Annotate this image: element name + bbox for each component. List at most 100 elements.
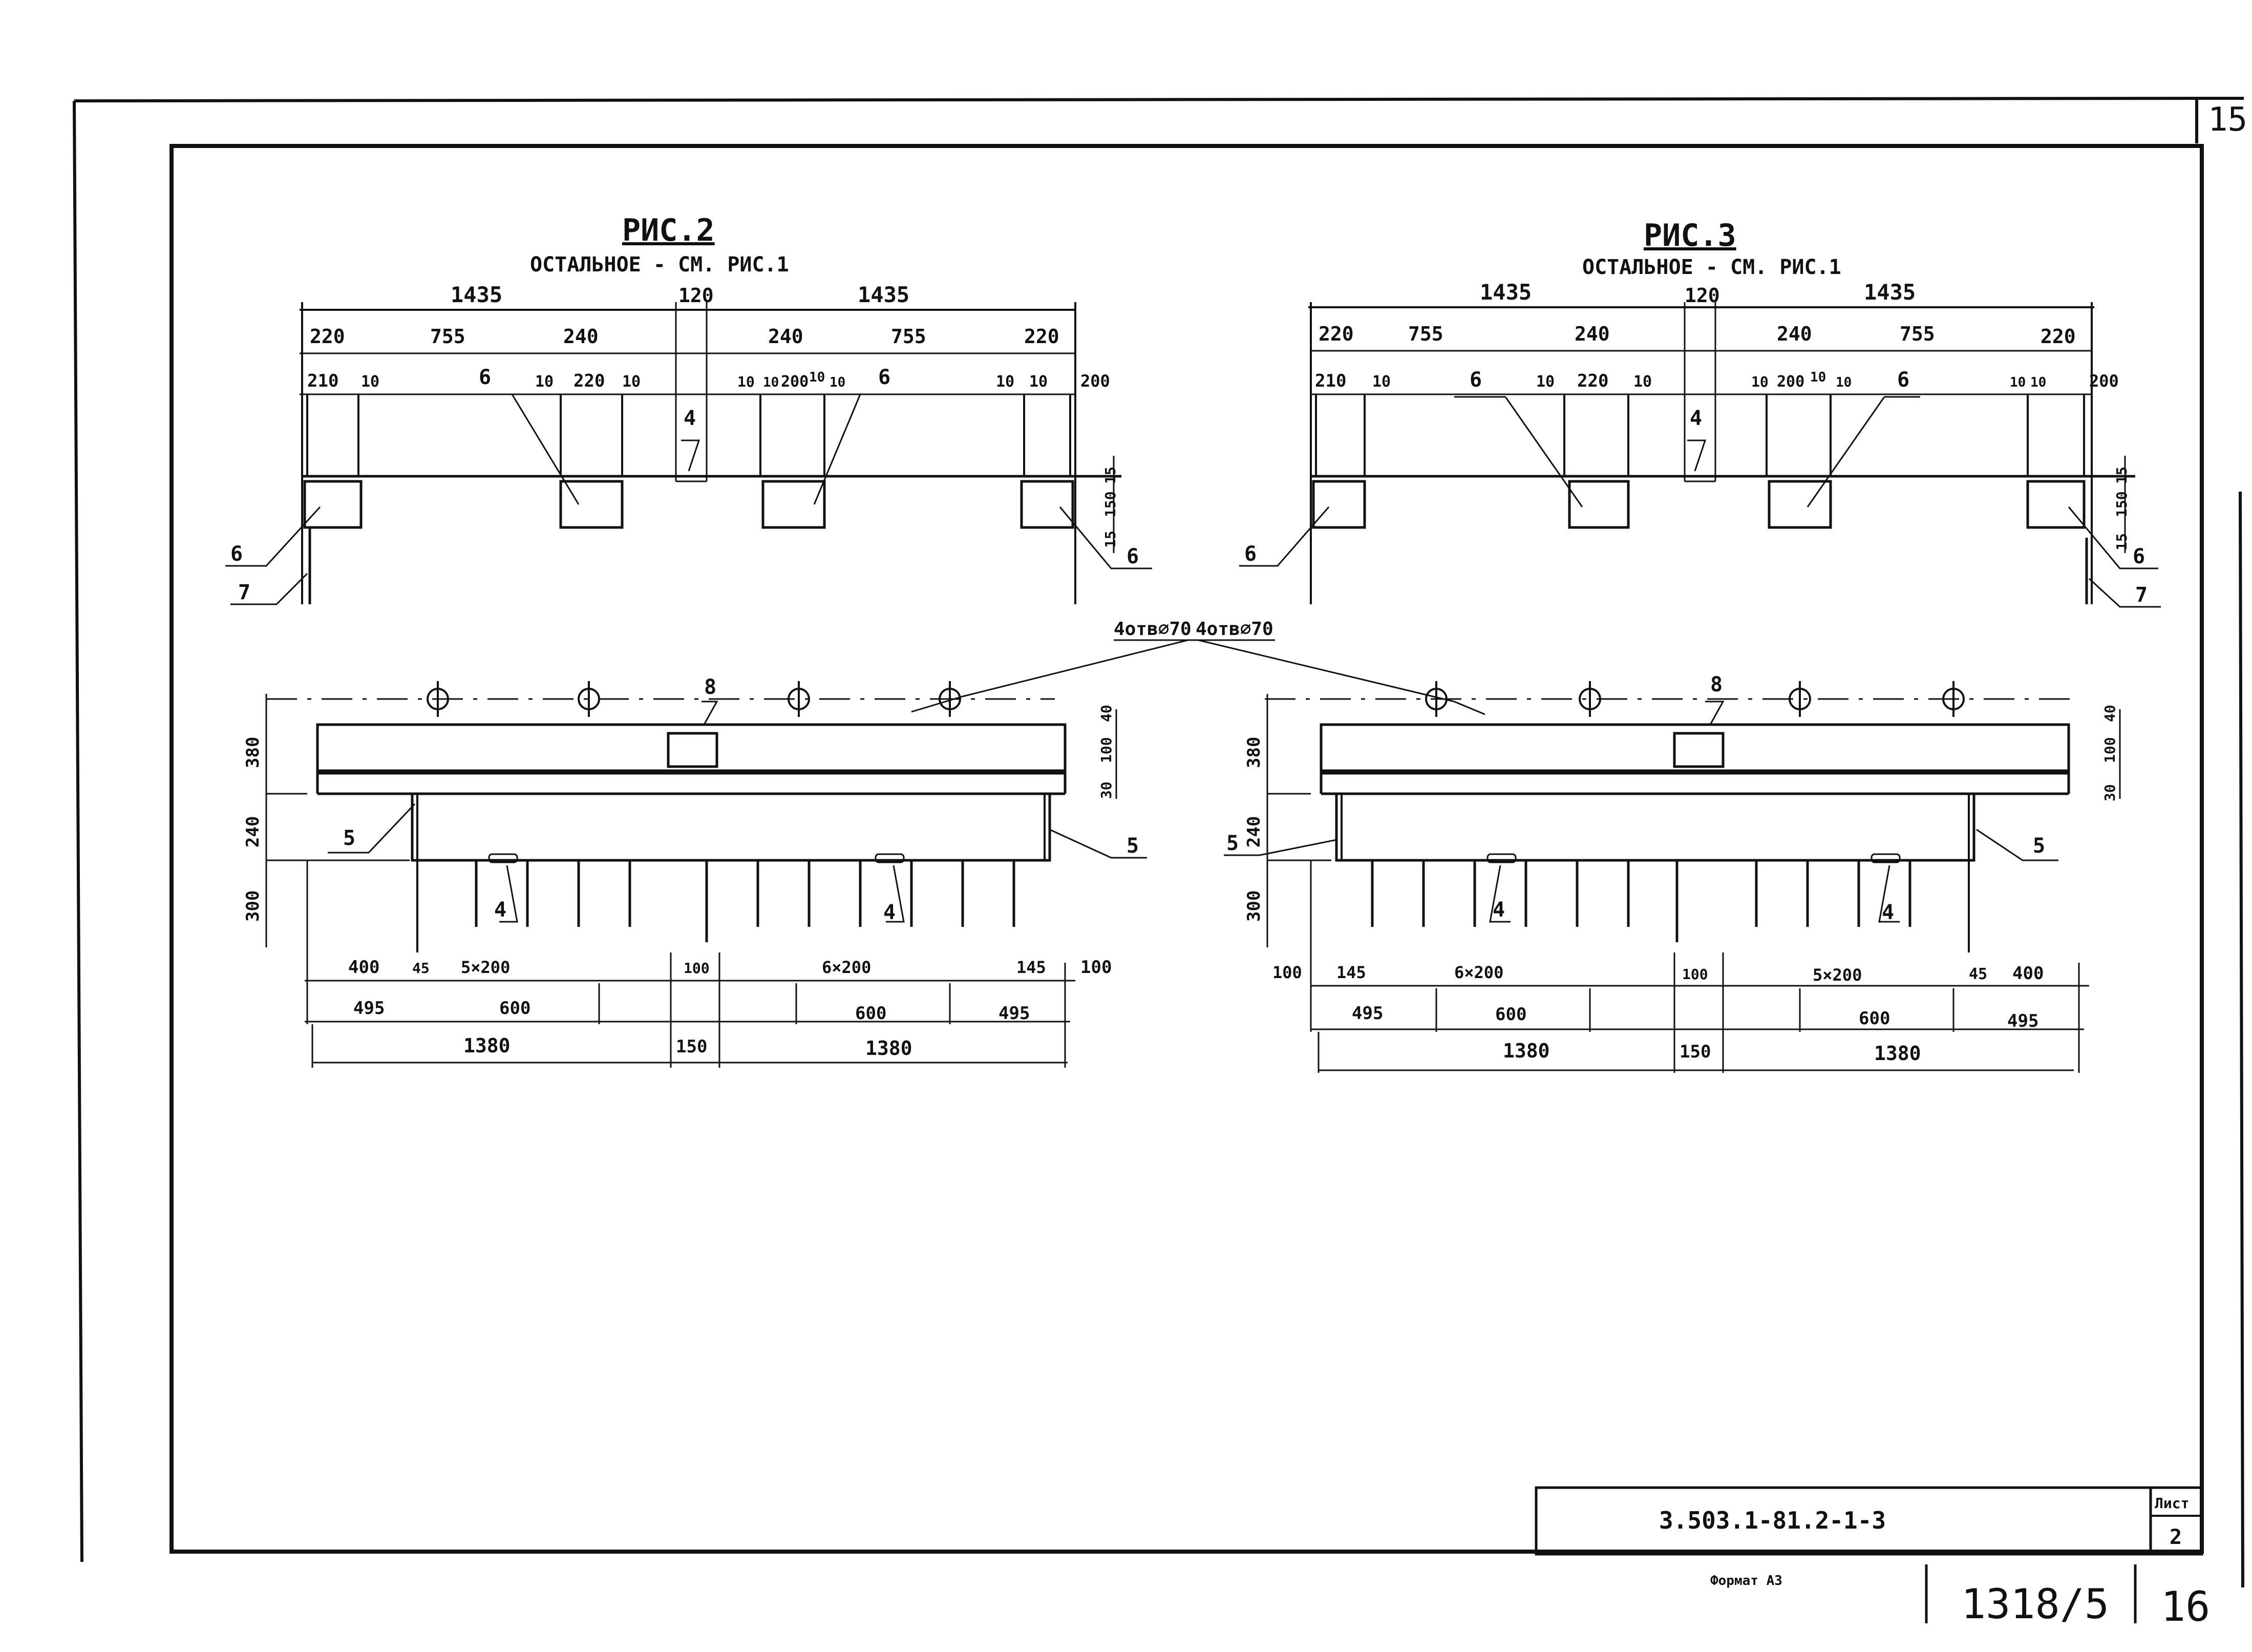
fig2-dim-1380-b: 1380 <box>865 1037 912 1060</box>
fig2-dim-100-right: 100 <box>1080 957 1112 978</box>
fig2-dim-600-b: 600 <box>855 1003 886 1024</box>
fig2-subtitle: ОСТАЛЬНОЕ - СМ. РИС.1 <box>530 253 789 277</box>
fig3-dim-200-a: 200 <box>1777 373 1804 391</box>
fig2-dim-220-a: 220 <box>310 325 345 348</box>
fig2-dim-5x200: 5×200 <box>461 958 510 977</box>
fig3-dim-755-b: 755 <box>1900 323 1935 345</box>
fig2-callout-5-b: 5 <box>1127 834 1139 858</box>
archive-number: 1318/5 <box>1961 1580 2109 1628</box>
fig3-dim-240-b: 240 <box>1777 323 1812 345</box>
fig2-callout-8: 8 <box>704 675 716 699</box>
fig2-dim-150: 150 <box>676 1036 707 1057</box>
fig2-dim-1435-right: 1435 <box>858 282 909 307</box>
fig3-dim-10-f: 10 <box>1836 375 1852 390</box>
fig3-dim-100: 100 <box>2101 737 2118 763</box>
fig2-dim-495-a: 495 <box>353 998 385 1019</box>
fig3-dim-220-b: 220 <box>2041 325 2076 348</box>
fig2-dim-240-b: 240 <box>768 325 803 348</box>
fig3-dim-300: 300 <box>1244 891 1264 922</box>
fig3-dim-380: 380 <box>1244 737 1264 768</box>
fig3-dim-1435-right: 1435 <box>1864 280 1916 305</box>
fig3-dim-755-a: 755 <box>1408 323 1443 345</box>
fig2-dim-400: 400 <box>348 957 379 978</box>
fig3-dim-600-a: 600 <box>1495 1004 1526 1025</box>
fig2-dim-150: 150 <box>1102 491 1119 517</box>
fig2-callout-6-d: 6 <box>1127 545 1139 568</box>
fig2-dim-10-a: 10 <box>361 373 379 391</box>
stamp-code: 3.503.1-81.2-1-3 <box>1659 1507 1886 1534</box>
fig3-dim-1380-a: 1380 <box>1503 1040 1550 1062</box>
fig3-callout-6-c: 6 <box>1244 542 1257 566</box>
fig3-callout-7: 7 <box>2135 583 2148 607</box>
fig2-dim-755-b: 755 <box>891 325 926 348</box>
fig2-dim-120: 120 <box>678 284 714 307</box>
fig3-dim-5x200: 5×200 <box>1813 965 1862 985</box>
fig3-dim-495-a: 495 <box>1352 1003 1383 1024</box>
fig3-subtitle: ОСТАЛЬНОЕ - СМ. РИС.1 <box>1582 256 1841 279</box>
fig3-dim-1380-b: 1380 <box>1874 1042 1921 1065</box>
fig3-dim-145: 145 <box>1336 963 1366 982</box>
fig2-dim-240-a: 240 <box>563 325 599 348</box>
fig2-dim-200-a: 200 <box>781 373 809 391</box>
fig2-callout-6-b: 6 <box>878 366 890 389</box>
fig2-dim-1435-left: 1435 <box>451 282 502 307</box>
fig2-dim-755-a: 755 <box>430 325 465 348</box>
fig3-dim-100-mid: 100 <box>1682 966 1708 983</box>
fig3-dim-6x200: 6×200 <box>1454 963 1503 982</box>
fig3-dim-210: 210 <box>1315 371 1346 391</box>
format-note: Формат А3 <box>1710 1573 1782 1589</box>
fig2-dim-10-i: 10 <box>1029 373 1048 391</box>
fig3-dim-220-a: 220 <box>1319 323 1354 345</box>
fig2-dim-1380-a: 1380 <box>463 1034 511 1057</box>
fig2-holes-label: 4отв⌀70 <box>1114 619 1192 640</box>
fig2-dim-100-mid: 100 <box>684 960 710 977</box>
fig3-callout-6-d: 6 <box>2133 545 2145 568</box>
fig3-title: РИС.3 <box>1644 218 1736 253</box>
fig2-callout-7: 7 <box>238 581 250 604</box>
fig3-dim-10-g: 10 <box>2010 375 2026 390</box>
fig2-dim-145: 145 <box>1016 958 1046 977</box>
page-number: 16 <box>2161 1583 2210 1630</box>
figure-2: РИС.2 ОСТАЛЬНОЕ - СМ. РИС.1 1435 120 143… <box>225 213 1152 1068</box>
fig2-callout-4-b: 4 <box>883 901 896 924</box>
fig3-dim-10-h: 10 <box>2030 375 2046 390</box>
fig2-dim-240: 240 <box>243 816 263 848</box>
fig2-dim-220-c: 220 <box>573 371 605 391</box>
fig3-callout-4-b: 4 <box>1882 901 1894 924</box>
fig3-dim-15-a: 15 <box>2113 467 2130 484</box>
fig3-callout-4-top: 4 <box>1690 407 1702 430</box>
fig2-dim-10-d: 10 <box>737 373 755 390</box>
fig3-dim-220-c: 220 <box>1577 371 1608 391</box>
fig2-callout-6-a: 6 <box>479 366 491 389</box>
fig3-dim-30: 30 <box>2101 784 2118 801</box>
fig3-callout-5-b: 5 <box>2033 834 2045 858</box>
fig3-dim-200-b: 200 <box>2089 371 2119 391</box>
fig3-callout-4-a: 4 <box>1493 898 1505 922</box>
fig3-dim-495-b: 495 <box>2007 1011 2038 1031</box>
fig3-dim-400: 400 <box>2012 963 2044 984</box>
fig3-dim-40: 40 <box>2101 705 2118 722</box>
fig2-dim-10-b: 10 <box>535 373 554 391</box>
fig2-callout-4-top: 4 <box>684 407 696 430</box>
fig3-callout-5-a: 5 <box>1226 832 1239 855</box>
fig3-dim-10-a: 10 <box>1372 373 1391 391</box>
fig3-dim-1435-left: 1435 <box>1480 280 1532 305</box>
fig2-dim-220-b: 220 <box>1024 325 1059 348</box>
title-block: 3.503.1-81.2-1-3 Лист 2 Формат А3 1318/5… <box>1535 1486 2210 1630</box>
figure-3: РИС.3 ОСТАЛЬНОЕ - СМ. РИС.1 1435 120 143… <box>1224 218 2161 1073</box>
fig3-dim-10-b: 10 <box>1536 373 1555 391</box>
fig2-callout-6-c: 6 <box>230 542 243 566</box>
fig3-dim-10-d: 10 <box>1751 373 1769 390</box>
fig3-callout-8: 8 <box>1710 673 1723 696</box>
fig3-dim-10-c: 10 <box>1633 373 1652 391</box>
corner-number: 15 <box>2208 101 2247 139</box>
fig2-dim-10-e: 10 <box>763 375 779 390</box>
fig3-dim-150: 150 <box>1680 1042 1711 1062</box>
fig2-dim-600-a: 600 <box>499 998 530 1019</box>
fig2-dim-45: 45 <box>412 960 430 977</box>
fig3-dim-150: 150 <box>2113 491 2130 517</box>
fig3-dim-10-e: 10 <box>1810 370 1826 385</box>
fig3-dim-240-a: 240 <box>1575 323 1610 345</box>
fig2-dim-10-c: 10 <box>622 373 641 391</box>
